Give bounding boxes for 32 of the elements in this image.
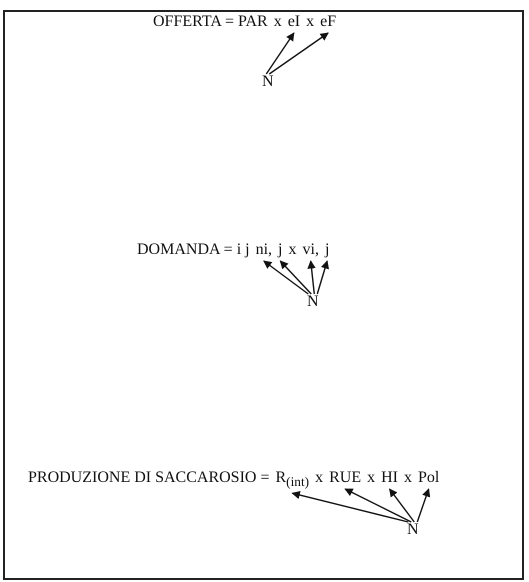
multiply-sign: x bbox=[274, 12, 282, 32]
formula-term: j bbox=[278, 240, 282, 260]
formula-term: Pol bbox=[418, 468, 440, 488]
arrow bbox=[307, 260, 316, 294]
variable-label: N bbox=[307, 292, 319, 312]
formula-term: j bbox=[324, 240, 330, 260]
formula-term: RUE bbox=[329, 468, 362, 488]
formula-text: DOMANDA = i j bbox=[137, 240, 250, 260]
variable-label: N bbox=[407, 520, 419, 540]
arrow bbox=[263, 260, 309, 295]
formula-term: HI bbox=[381, 468, 398, 488]
arrow bbox=[389, 488, 415, 522]
formula-term: eI bbox=[288, 12, 300, 32]
arrow bbox=[344, 488, 412, 523]
multiply-sign: x bbox=[404, 468, 412, 488]
formula-term: eF bbox=[320, 12, 336, 32]
arrow bbox=[268, 32, 329, 75]
formula-term: R$_{(int)}$ bbox=[275, 468, 310, 492]
multiply-sign: x bbox=[306, 12, 314, 32]
arrow bbox=[266, 32, 294, 74]
arrow bbox=[316, 260, 330, 294]
variable-label: N bbox=[262, 72, 274, 92]
formula-text: PRODUZIONE DI SACCAROSIO = bbox=[28, 468, 270, 488]
formula-term: ni, bbox=[256, 240, 272, 260]
arrow bbox=[416, 488, 430, 522]
formula-text: OFFERTA = PAR bbox=[153, 12, 268, 32]
arrow bbox=[291, 490, 408, 523]
formula-term: vi, bbox=[302, 240, 319, 260]
multiply-sign: x bbox=[367, 468, 376, 488]
arrow bbox=[280, 260, 312, 294]
multiply-sign: x bbox=[288, 240, 296, 260]
multiply-sign: x bbox=[315, 468, 324, 488]
